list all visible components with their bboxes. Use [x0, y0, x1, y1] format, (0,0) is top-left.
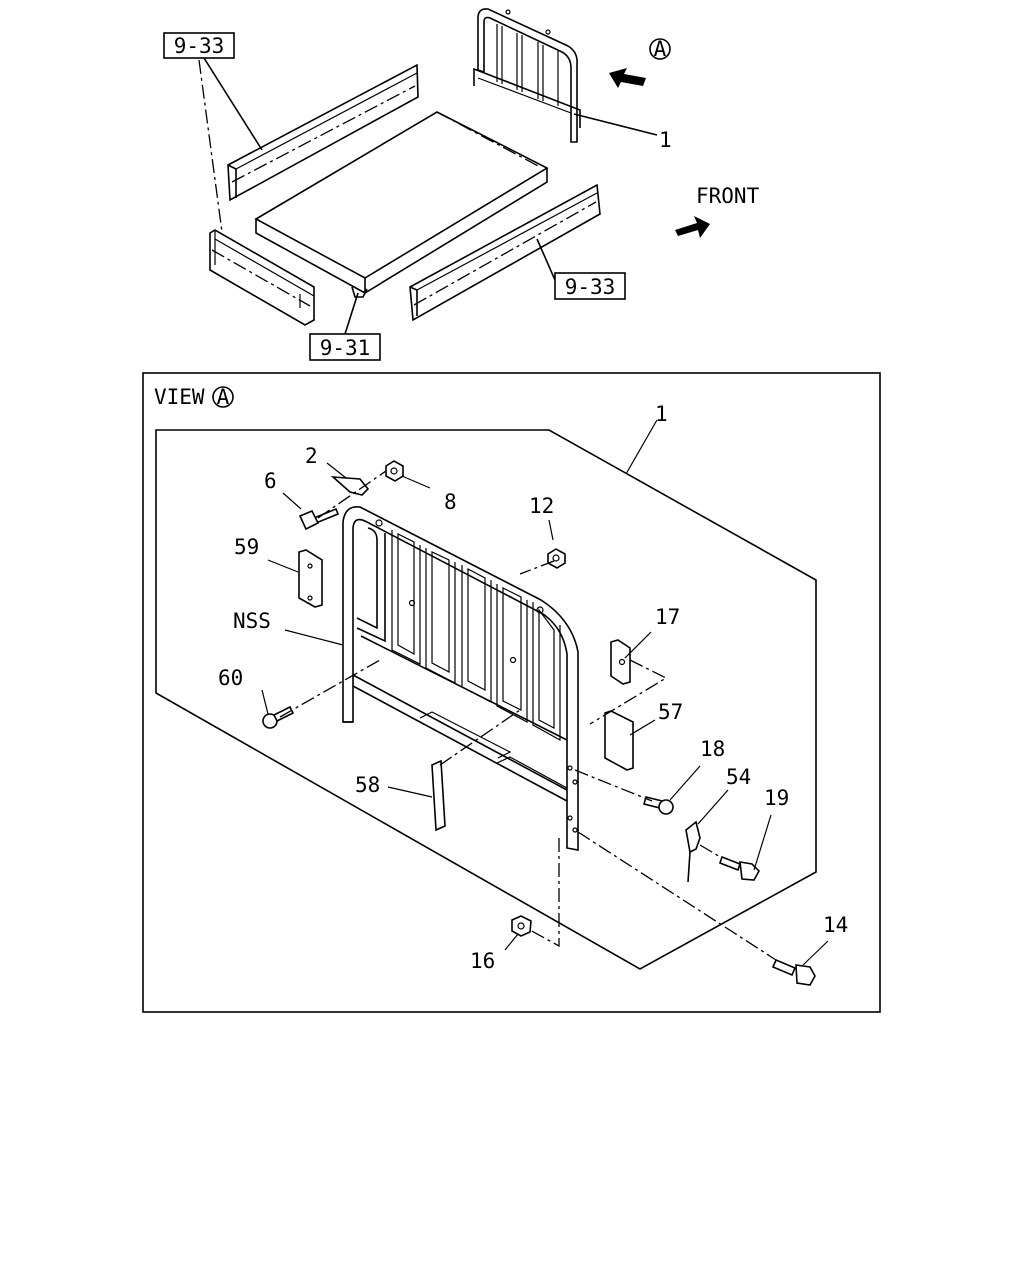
top-assembly-view: A FRONT 9-33 9-33 9-31 1: [163, 8, 760, 361]
front-direction: FRONT: [675, 184, 760, 238]
part-17-bracket: [610, 639, 631, 685]
part-14-bolt: [771, 958, 816, 986]
callout-18: 18: [700, 737, 725, 761]
callout-58: 58: [355, 773, 380, 797]
part-19-bolt: [719, 855, 760, 881]
callout-16: 16: [470, 949, 495, 973]
part-59-plate: [298, 549, 323, 608]
headboard-guard-top: [473, 8, 581, 143]
view-a-frame: [142, 372, 881, 1013]
view-a-title: VIEW: [154, 385, 205, 409]
callout-57: 57: [658, 700, 683, 724]
callout-54: 54: [726, 765, 751, 789]
part-6-bolt: [298, 507, 340, 531]
callout-59: 59: [234, 535, 259, 559]
part-12-nut: [547, 548, 566, 569]
floor-panel: [254, 111, 549, 298]
part-60-bolt: [262, 705, 295, 729]
callout-2: 2: [305, 444, 318, 468]
ref-9-33-right: 9-33: [565, 275, 616, 299]
view-a-arrow: A: [609, 37, 671, 88]
callout-8: 8: [444, 490, 457, 514]
view-a-detail: VIEW A: [142, 372, 881, 1013]
callout-6: 6: [264, 469, 277, 493]
side-panel-left-front: [209, 229, 315, 326]
part-54-bracket: [685, 820, 701, 883]
kit-outline: [155, 429, 817, 970]
part-18-bolt: [643, 796, 674, 815]
headboard-guard: [342, 505, 579, 851]
callout-1: 1: [655, 402, 668, 426]
part-57-plate: [604, 710, 634, 771]
part-16-nut: [511, 915, 532, 937]
view-a-title-marker: A: [217, 385, 230, 409]
callout-14: 14: [823, 913, 848, 937]
callout-60: 60: [218, 666, 243, 690]
callout-12: 12: [529, 494, 554, 518]
view-a-marker-top: A: [654, 37, 667, 61]
callout-nss: NSS: [233, 609, 271, 633]
callout-19: 19: [764, 786, 789, 810]
side-panel-left-rear: [227, 63, 419, 202]
front-label: FRONT: [696, 184, 760, 208]
side-panel-right: [409, 183, 601, 322]
part-2-clip: [330, 476, 370, 496]
part-8-nut: [385, 460, 404, 482]
callout-1-top: 1: [659, 128, 672, 152]
ref-box-9-33-top: [163, 32, 235, 59]
ref-9-31: 9-31: [320, 336, 371, 360]
ref-box-9-33-right: [554, 272, 626, 300]
ref-9-33-top: 9-33: [174, 34, 225, 58]
callout-17: 17: [655, 605, 680, 629]
part-58-bar: [431, 759, 446, 832]
